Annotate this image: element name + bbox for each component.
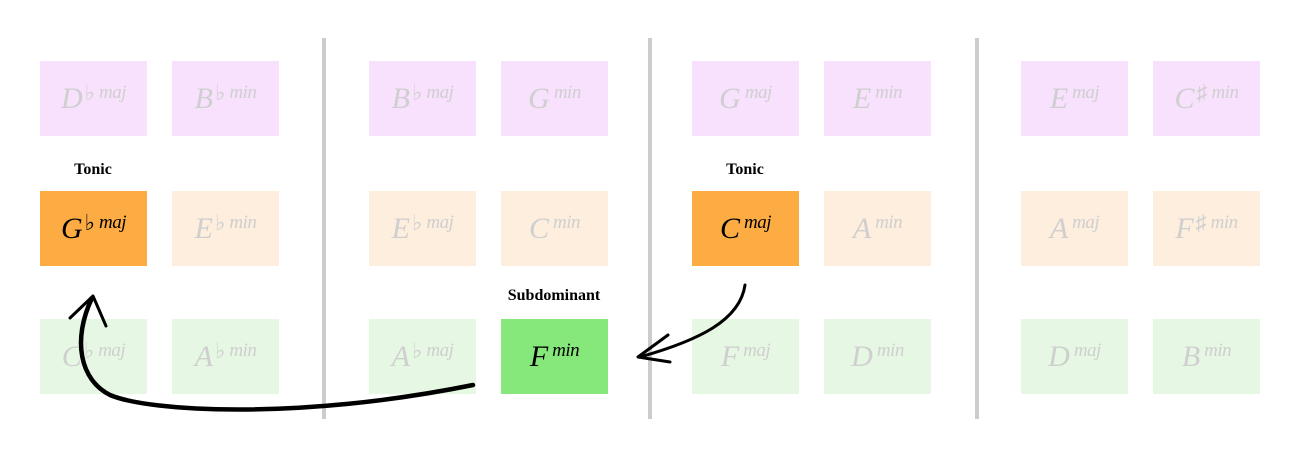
panel-divider bbox=[322, 38, 326, 419]
chord-quality: min bbox=[876, 339, 905, 361]
chord-accidental: ♭ bbox=[214, 337, 226, 363]
chord-root: E bbox=[1049, 81, 1069, 115]
chord-box: A♭min bbox=[172, 319, 279, 394]
panel-divider bbox=[648, 38, 652, 419]
chord-root: D bbox=[851, 339, 873, 373]
chord-root: D bbox=[60, 81, 83, 115]
chord-root: F bbox=[1175, 211, 1194, 245]
chord-accidental: ♭ bbox=[411, 79, 423, 105]
chord-root: F bbox=[529, 339, 549, 373]
chord-box: B♭min bbox=[172, 61, 279, 136]
chord-quality: min bbox=[553, 211, 581, 233]
function-label: Tonic bbox=[726, 161, 764, 178]
chord-quality: min bbox=[1210, 211, 1239, 233]
chord-quality: maj bbox=[426, 81, 454, 103]
chord-root: G bbox=[528, 81, 550, 115]
chord-box: F♯min bbox=[1153, 191, 1260, 266]
chord-quality: min bbox=[229, 81, 257, 103]
arrowhead-icon bbox=[636, 333, 672, 364]
chord-root: B bbox=[1181, 339, 1201, 373]
chord-box: B♭maj bbox=[369, 61, 476, 136]
chord-quality: min bbox=[229, 339, 257, 361]
chord-root: B bbox=[391, 81, 410, 115]
chord-quality: maj bbox=[1072, 81, 1100, 103]
chord-accidental: ♭ bbox=[411, 209, 423, 235]
chord-accidental: ♯ bbox=[1196, 79, 1208, 105]
chord-box: E♭min bbox=[172, 191, 279, 266]
chord-accidental: ♭ bbox=[411, 337, 423, 363]
chord-root: A bbox=[391, 339, 410, 373]
chord-box: D♭maj bbox=[40, 61, 147, 136]
chord-root: E bbox=[194, 211, 213, 245]
chord-accidental: ♭ bbox=[214, 209, 226, 235]
chord-root: F bbox=[720, 339, 740, 373]
chord-root: A bbox=[194, 339, 213, 373]
chord-quality: min bbox=[553, 81, 582, 103]
chord-root: C bbox=[528, 211, 549, 245]
chord-accidental: ♭ bbox=[214, 79, 226, 105]
chord-root: C bbox=[61, 339, 82, 373]
chord-box: E♭maj bbox=[369, 191, 476, 266]
chord-root: G bbox=[60, 211, 83, 245]
chord-quality: maj bbox=[744, 211, 772, 233]
chord-quality: min bbox=[1211, 81, 1240, 103]
chord-quality: min bbox=[875, 81, 903, 103]
chord-root: G bbox=[719, 81, 741, 115]
chord-accidental: ♭ bbox=[84, 209, 96, 235]
chord-root: D bbox=[1048, 339, 1070, 373]
chord-box: A♭maj bbox=[369, 319, 476, 394]
chord-quality: maj bbox=[744, 81, 773, 103]
chord-box: G♭maj bbox=[40, 191, 147, 266]
chord-accidental: ♭ bbox=[84, 79, 96, 105]
chord-box: C♯min bbox=[1153, 61, 1260, 136]
chord-quality: maj bbox=[99, 211, 127, 233]
chord-quality: maj bbox=[426, 339, 454, 361]
chord-root: C bbox=[1174, 81, 1195, 115]
chord-root: A bbox=[1049, 211, 1069, 245]
chord-root: A bbox=[852, 211, 872, 245]
chord-quality: maj bbox=[743, 339, 771, 361]
function-label: Subdominant bbox=[507, 287, 601, 304]
chord-quality: maj bbox=[1072, 211, 1100, 233]
chord-quality: maj bbox=[426, 211, 454, 233]
chord-accidental: ♯ bbox=[1195, 209, 1207, 235]
chord-quality: min bbox=[552, 339, 580, 361]
chord-quality: maj bbox=[99, 81, 127, 103]
chord-root: B bbox=[194, 81, 213, 115]
chord-root: E bbox=[852, 81, 872, 115]
chord-accidental: ♭ bbox=[83, 337, 95, 363]
chord-quality: min bbox=[1204, 339, 1232, 361]
panel-divider bbox=[975, 38, 979, 419]
function-label: Tonic bbox=[74, 161, 112, 178]
chord-quality: min bbox=[875, 211, 903, 233]
chord-box: C♭maj bbox=[40, 319, 147, 394]
chord-root: C bbox=[719, 211, 740, 245]
chord-root: E bbox=[391, 211, 410, 245]
chord-quality: min bbox=[229, 211, 257, 233]
chord-quality: maj bbox=[1073, 339, 1102, 361]
chord-quality: maj bbox=[98, 339, 126, 361]
